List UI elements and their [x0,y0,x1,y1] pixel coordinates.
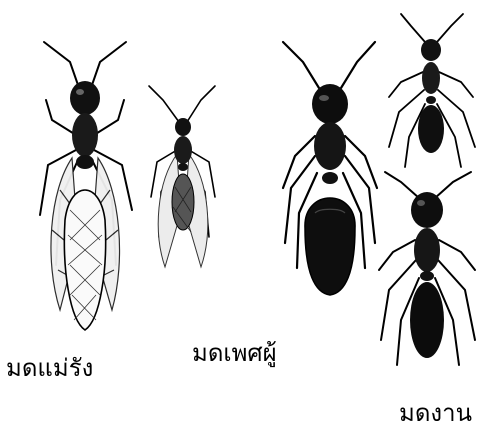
male-caption: มดเพศผู้ [192,341,277,365]
winged-queen-ant-icon [30,40,140,340]
wingless-queen-ant-icon [275,38,385,298]
winged-male-ant-icon [143,82,223,277]
small-worker-ant-icon [383,12,479,172]
large-worker-ant-icon [375,170,479,370]
queen-caption: มดแม่รัง [6,356,93,380]
worker-caption: มดงาน [399,401,472,425]
